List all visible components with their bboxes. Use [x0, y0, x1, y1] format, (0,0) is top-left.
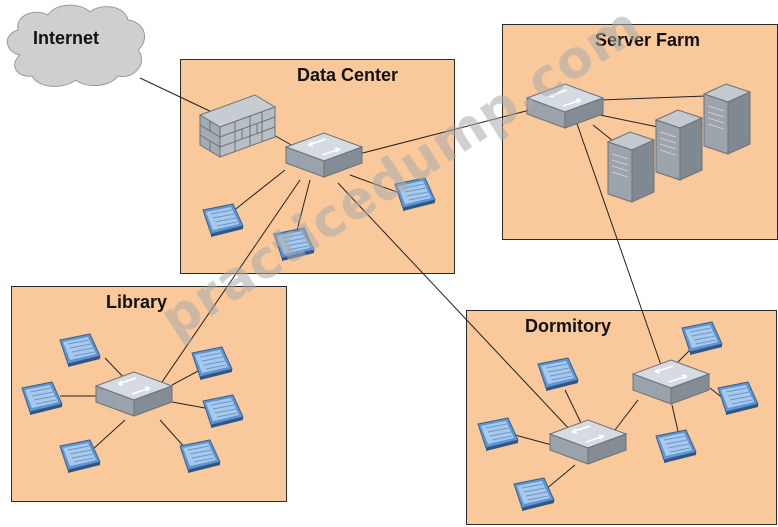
library-switch-icon [95, 371, 173, 417]
dormitory-host-3-icon [513, 477, 555, 512]
internet-cloud-icon [6, 4, 146, 87]
library-host-2-icon [21, 381, 63, 416]
dormitory-host-4-icon [655, 429, 697, 464]
dormitory-host-6-icon [681, 321, 723, 356]
dormitory-title: Dormitory [525, 316, 612, 336]
library-host-5-icon [202, 394, 244, 429]
library-host-3-icon [59, 439, 101, 474]
library-title: Library [106, 292, 168, 312]
server-2-icon [655, 109, 703, 181]
library-host-1-icon [59, 333, 101, 368]
internet-label: Internet [33, 28, 100, 48]
dormitory-host-1-icon [537, 357, 579, 392]
data-center-host-1-icon [202, 203, 244, 238]
server-1-icon [607, 131, 655, 203]
data-center-title: Data Center [297, 65, 399, 85]
dormitory-host-5-icon [717, 381, 759, 416]
library-host-4-icon [179, 439, 221, 474]
server-3-icon [703, 83, 751, 155]
firewall-icon [198, 94, 277, 158]
dormitory-switch-right-icon [632, 359, 710, 405]
links [60, 77, 726, 491]
library-host-6-icon [191, 346, 233, 381]
dormitory-host-2-icon [477, 417, 519, 452]
dormitory-switch-left-icon [549, 419, 627, 465]
server-farm-title: Server Farm [595, 30, 701, 50]
